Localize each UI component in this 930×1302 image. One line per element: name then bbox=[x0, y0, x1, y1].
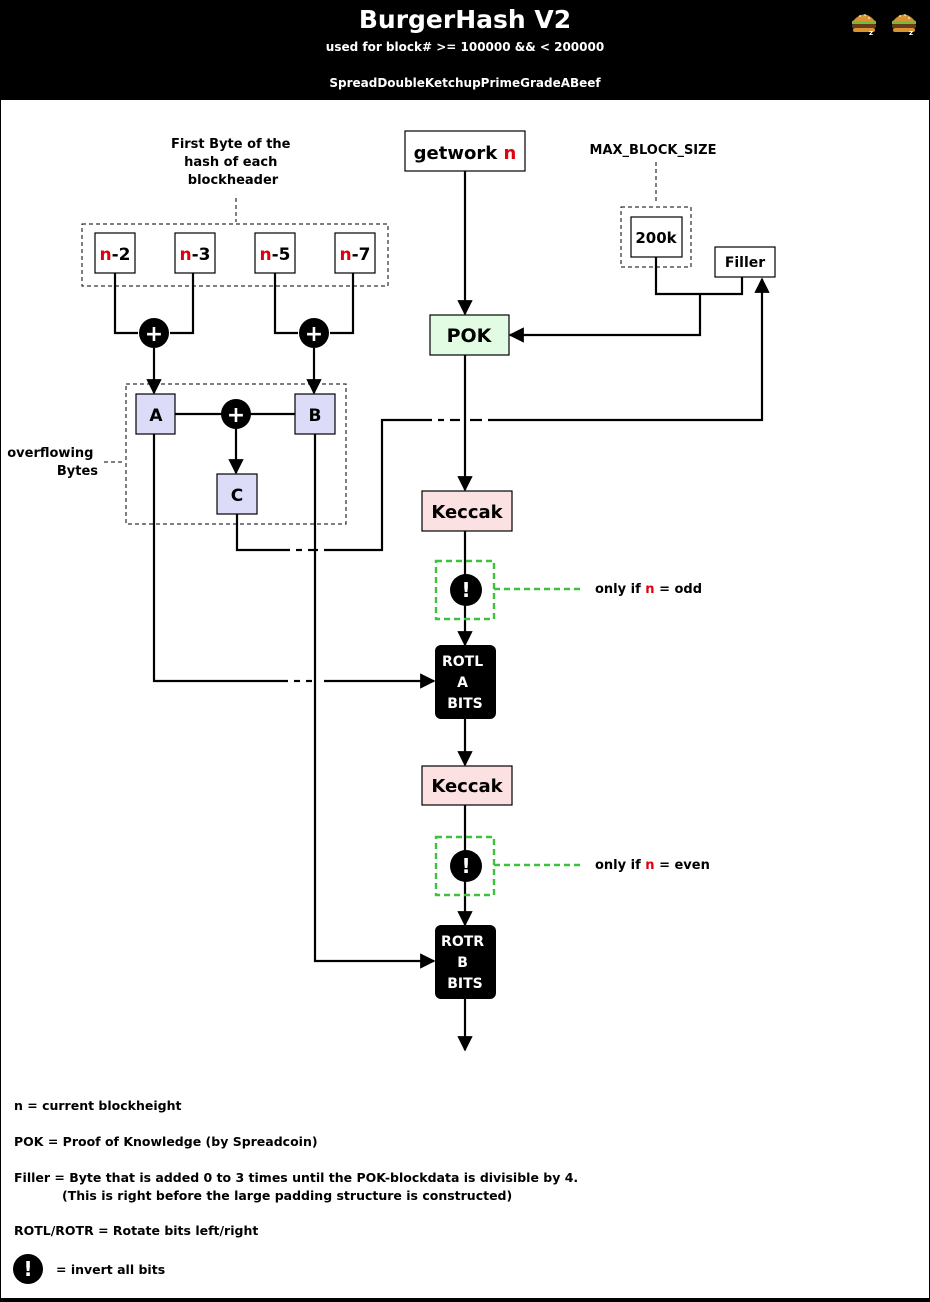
input-box: n-2 bbox=[94, 232, 136, 274]
svg-text:z: z bbox=[869, 29, 873, 36]
keccak-box: Keccak bbox=[421, 765, 513, 806]
svg-text:+: + bbox=[227, 403, 245, 428]
legend-n: n = current blockheight bbox=[14, 1098, 182, 1113]
legend-invert: = invert all bits bbox=[56, 1262, 166, 1277]
flow-diagram: First Byte of the hash of each blockhead… bbox=[7, 130, 776, 1052]
wire bbox=[324, 418, 432, 552]
rotr-box: ROTR B BITS bbox=[435, 925, 496, 999]
size-box: 200k bbox=[630, 216, 683, 258]
svg-text:Keccak: Keccak bbox=[431, 776, 503, 797]
page-title: BurgerHash V2 bbox=[358, 5, 572, 34]
svg-text:Keccak: Keccak bbox=[431, 502, 503, 523]
legend-rot: ROTL/ROTR = Rotate bits left/right bbox=[14, 1223, 259, 1238]
svg-text:A: A bbox=[149, 406, 163, 426]
legend-pok: POK = Proof of Knowledge (by Spreadcoin) bbox=[14, 1134, 318, 1149]
svg-text:Filler: Filler bbox=[725, 255, 765, 271]
legend-filler: Filler = Byte that is added 0 to 3 times… bbox=[14, 1170, 579, 1185]
register-b: B bbox=[294, 393, 336, 435]
svg-text:POK: POK bbox=[447, 325, 493, 347]
input-group-outline bbox=[81, 223, 389, 287]
legend-filler-note: (This is right before the large padding … bbox=[62, 1188, 513, 1203]
svg-text:ROTL A BITS: ROTL A BITS bbox=[442, 654, 488, 712]
svg-text:+: + bbox=[305, 322, 323, 347]
input-box: n-3 bbox=[174, 232, 216, 274]
wire bbox=[170, 273, 195, 335]
svg-text:n-7: n-7 bbox=[340, 245, 371, 265]
optional-invert-outline bbox=[434, 559, 496, 621]
svg-text:ROTR B BITS: ROTR B BITS bbox=[441, 934, 489, 992]
register-c: C bbox=[216, 473, 258, 515]
getwork-box: getwork n bbox=[404, 130, 526, 172]
svg-text:n-3: n-3 bbox=[180, 245, 211, 265]
svg-text:!: ! bbox=[461, 854, 470, 878]
wire bbox=[113, 273, 138, 335]
svg-text:n-2: n-2 bbox=[100, 245, 131, 265]
svg-text:+: + bbox=[145, 322, 163, 347]
exclamation-icon: ! bbox=[450, 850, 482, 882]
overflow-label: overflowing Bytes bbox=[7, 446, 98, 479]
variant-name: SpreadDoubleKetchupPrimeGradeABeef bbox=[329, 76, 601, 90]
max-block-size-label: MAX_BLOCK_SIZE bbox=[590, 143, 717, 158]
exclamation-icon: ! bbox=[450, 574, 482, 606]
burger-icon: z bbox=[852, 14, 876, 36]
input-box: n-7 bbox=[334, 232, 376, 274]
arrow bbox=[508, 294, 702, 343]
plus-node: + bbox=[299, 318, 329, 348]
wire bbox=[330, 273, 355, 335]
pok-box: POK bbox=[429, 314, 510, 356]
filler-box: Filler bbox=[714, 246, 776, 278]
plus-node: + bbox=[221, 399, 251, 429]
register-a: A bbox=[135, 393, 176, 435]
input-box: n-5 bbox=[254, 232, 296, 274]
svg-text:B: B bbox=[309, 406, 322, 426]
legend-block: n = current blockheight POK = Proof of K… bbox=[13, 1096, 914, 1296]
wire bbox=[235, 514, 290, 552]
arrow bbox=[313, 434, 436, 969]
optional-invert-outline bbox=[434, 835, 496, 897]
svg-text:!: ! bbox=[23, 1257, 32, 1281]
svg-text:200k: 200k bbox=[635, 229, 677, 247]
svg-text:!: ! bbox=[461, 578, 470, 602]
svg-text:getwork n: getwork n bbox=[414, 143, 517, 164]
plus-node: + bbox=[139, 318, 169, 348]
first-byte-label: First Byte of the hash of each blockhead… bbox=[171, 137, 295, 188]
condition-odd-label: only if n = odd bbox=[595, 582, 702, 597]
burger-icon: z bbox=[892, 14, 916, 36]
rotl-box: ROTL A BITS bbox=[435, 645, 496, 719]
svg-text:z: z bbox=[909, 29, 913, 36]
page-subtitle: used for block# >= 100000 && < 200000 bbox=[325, 40, 605, 54]
header: BurgerHash V2 used for block# >= 100000 … bbox=[0, 0, 930, 100]
svg-text:C: C bbox=[231, 486, 243, 506]
condition-even-label: only if n = even bbox=[595, 858, 710, 873]
wire bbox=[152, 434, 288, 683]
keccak-box: Keccak bbox=[421, 490, 513, 532]
diagram-panel: First Byte of the hash of each blockhead… bbox=[1, 100, 929, 1298]
arrow bbox=[488, 277, 770, 422]
exclamation-icon: ! bbox=[13, 1254, 43, 1284]
svg-text:n-5: n-5 bbox=[260, 245, 291, 265]
wire bbox=[273, 273, 298, 335]
